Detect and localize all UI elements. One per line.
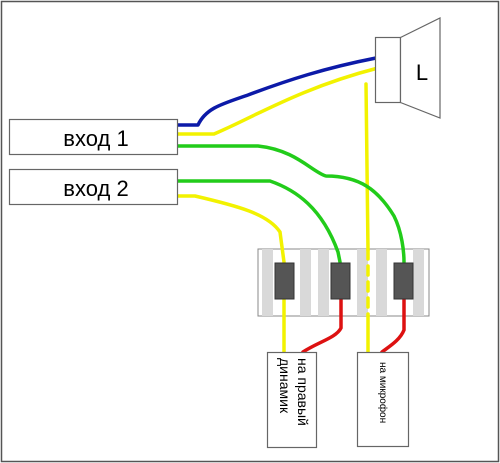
right-speaker-label-line1: на правый [295,358,311,426]
input-2-box: вход 2 [8,168,179,206]
connector-pin-2 [330,262,351,300]
yellow-wire-input2-to-pin1 [176,194,286,264]
connector-pin-3 [393,262,414,300]
blue-wire-input1-to-speaker [176,56,378,127]
connector-pin-1 [274,262,295,300]
speaker-icon: L [374,17,441,119]
input-1-label: вход 1 [63,126,128,151]
red-wire-pin2-to-right-speaker [301,296,343,354]
speaker-label: L [416,60,428,85]
yellow-wire-speaker-to-microphone [364,82,370,252]
right-speaker-label-line2: динамик [277,358,293,414]
red-wire-pin3-to-microphone [380,296,406,354]
connector-pins [274,262,414,300]
green-wire-input1-to-pin3 [176,144,406,264]
green-wire-input2-to-pin2 [176,179,342,264]
microphone-output-box: на микрофон [356,351,410,448]
right-speaker-output-box: на правый динамик [266,351,318,449]
input-2-label: вход 2 [63,176,128,201]
yellow-wire-input1-to-speaker [176,66,380,136]
input-1-box: вход 1 [8,118,179,156]
wires [176,56,406,355]
microphone-label: на микрофон [377,362,389,423]
